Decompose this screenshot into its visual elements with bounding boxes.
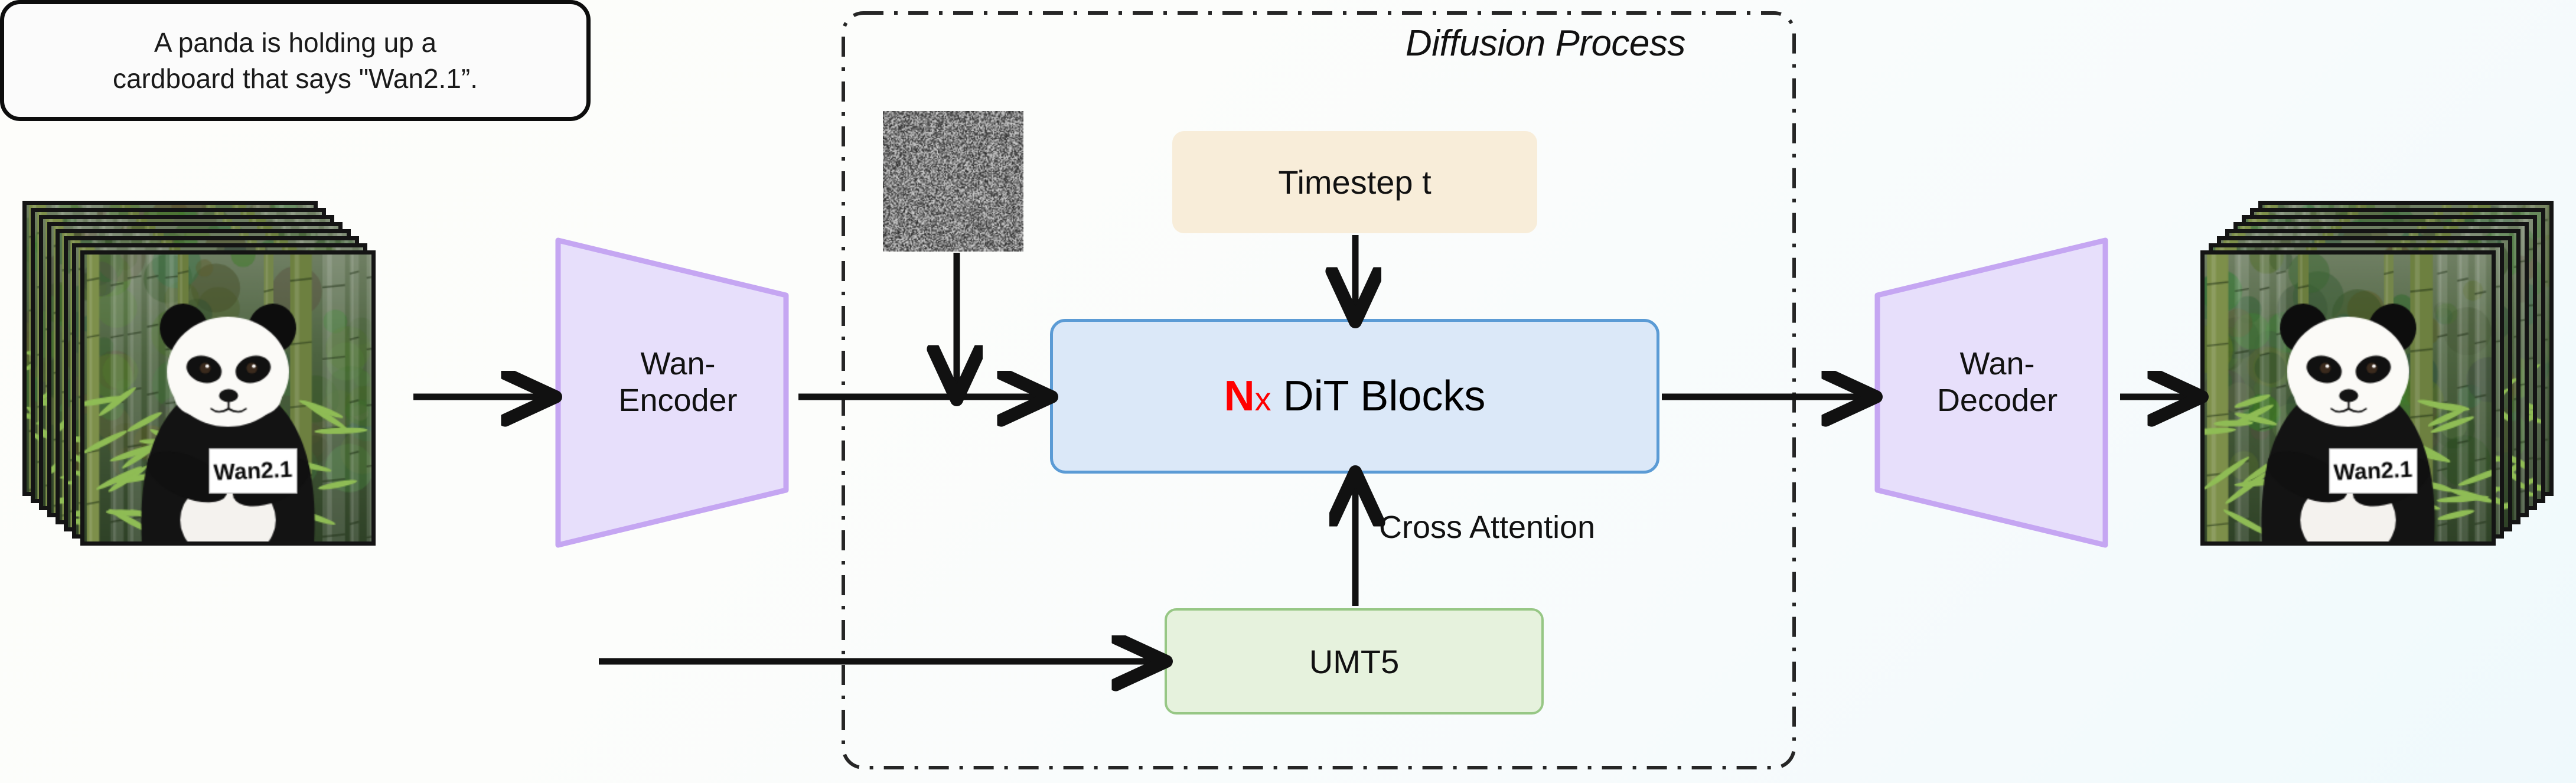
- prompt-line-2: cardboard that says "Wan2.1”.: [113, 63, 478, 94]
- input-video-frame-stack: [11, 201, 400, 567]
- text-prompt-content: A panda is holding up a cardboard that s…: [113, 25, 478, 96]
- noise-canvas: [883, 111, 1023, 252]
- timestep-block[interactable]: Timestep t: [1172, 131, 1537, 233]
- dit-blocks-label: Nx DiT Blocks: [1224, 372, 1486, 420]
- output-frame-front: [2200, 250, 2496, 546]
- wan-decoder-block[interactable]: Wan- Decoder: [1873, 236, 2121, 549]
- dit-times-symbol: x: [1255, 380, 1271, 417]
- dit-blocks-block[interactable]: Nx DiT Blocks: [1050, 319, 1659, 474]
- dit-blocks-text: DiT Blocks: [1283, 373, 1486, 420]
- dit-repeat-count: N: [1224, 373, 1255, 420]
- wan-encoder-block[interactable]: Wan- Encoder: [554, 236, 802, 549]
- wan-decoder-label-line2: Decoder: [1937, 383, 2057, 418]
- output-video-frame-stack: [2179, 201, 2569, 567]
- wan-encoder-label-line1: Wan-: [640, 346, 715, 381]
- cross-attention-edge-label: Cross Attention: [1379, 509, 1595, 546]
- wan-encoder-label-line2: Encoder: [618, 383, 737, 418]
- input-frame-front: [80, 250, 376, 546]
- prompt-line-1: A panda is holding up a: [154, 27, 436, 58]
- text-prompt-box[interactable]: A panda is holding up a cardboard that s…: [0, 0, 591, 121]
- diffusion-process-label: Diffusion Process: [1406, 22, 1685, 64]
- wan-decoder-label: Wan- Decoder: [1873, 345, 2121, 419]
- timestep-label: Timestep t: [1278, 163, 1431, 201]
- wan-encoder-label: Wan- Encoder: [554, 345, 802, 419]
- wan-decoder-label-line1: Wan-: [1959, 346, 2034, 381]
- umt5-label: UMT5: [1309, 642, 1399, 681]
- noise-latent-patch: [883, 111, 1023, 252]
- umt5-text-encoder-block[interactable]: UMT5: [1165, 608, 1544, 715]
